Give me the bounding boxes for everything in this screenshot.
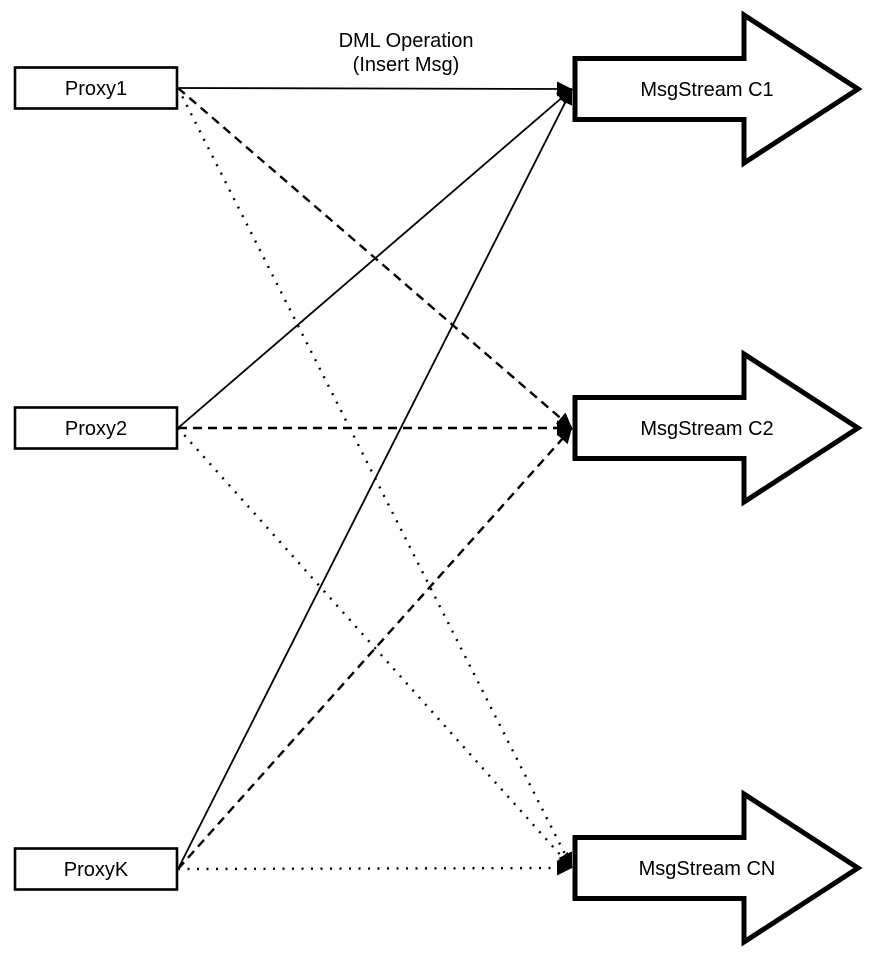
proxyk-box [13, 847, 179, 891]
proxy2-label: Proxy2 [65, 418, 127, 440]
msgstream-cn-arrow-shape [572, 789, 863, 947]
connection-proxy1-c1 [177, 81, 573, 97]
msgstream-c2-node: MsgStream C2 [572, 349, 863, 507]
msgstream-c1-arrow-shape [572, 10, 863, 168]
connections-layer [176, 81, 574, 876]
msgstream-cn-label: MsgStream CN [639, 858, 776, 880]
connection-proxyk-cn [177, 860, 573, 876]
connection-proxyk-c2 [177, 427, 573, 870]
proxy1-node: Proxy1 [13, 66, 179, 110]
msgstream-c2-label: MsgStream C2 [640, 418, 773, 440]
proxy2-box [13, 406, 179, 450]
diagram-title-line2: (Insert Msg) [353, 54, 460, 76]
proxyk-label: ProxyK [64, 859, 129, 881]
diagram-title-line1: DML Operation [339, 30, 474, 52]
msgstream-c2-arrow-shape [572, 349, 863, 507]
proxy1-label: Proxy1 [65, 78, 127, 100]
proxyk-node: ProxyK [13, 847, 179, 891]
msgstream-c1-label: MsgStream C1 [640, 79, 773, 101]
proxy2-node: Proxy2 [13, 406, 179, 450]
msgstream-c1-node: MsgStream C1 [572, 10, 863, 168]
connection-proxy1-c2 [177, 87, 573, 429]
proxy1-box [13, 66, 179, 110]
connection-proxy2-cn [177, 427, 573, 869]
msgstream-cn-node: MsgStream CN [572, 789, 863, 947]
